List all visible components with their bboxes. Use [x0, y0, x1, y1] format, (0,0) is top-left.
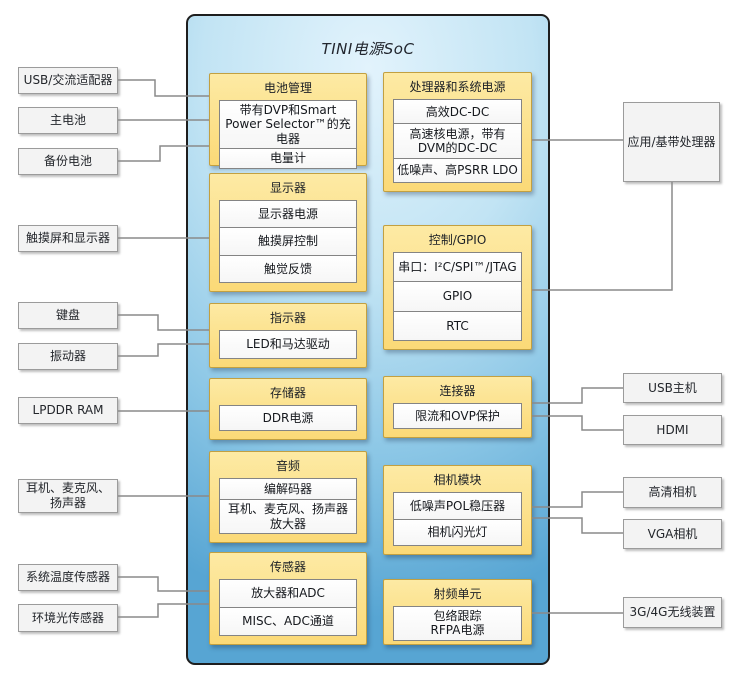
ext-ambient-light-sensor: 环境光传感器: [18, 604, 118, 632]
block-indicator: 指示器 LED和马达驱动: [209, 303, 367, 368]
block-title: 连接器: [439, 384, 476, 398]
ext-system-temp-sensor: 系统温度传感器: [18, 564, 118, 591]
block-memory: 存储器 DDR电源: [209, 378, 367, 440]
block-cells: 限流和OVP保护: [393, 403, 522, 429]
block-rf-unit: 射频单元 包络跟踪 RFPA电源: [383, 579, 532, 645]
ext-main-battery: 主电池: [18, 107, 118, 134]
block-cell: 带有DVP和Smart Power Selector™的充电器: [220, 101, 356, 149]
block-cell: 编解码器: [220, 479, 356, 500]
block-display: 显示器 显示器电源 触摸屏控制 触觉反馈: [209, 173, 367, 292]
ext-vga-camera: VGA相机: [623, 519, 722, 549]
block-cell: RTC: [394, 310, 521, 340]
block-title: 指示器: [269, 311, 306, 325]
block-title: 音频: [275, 459, 300, 473]
block-cell: 放大器和ADC: [220, 580, 356, 607]
block-cells: 显示器电源 触摸屏控制 触觉反馈: [219, 200, 357, 283]
ext-usb-ac-adapter: USB/交流适配器: [18, 67, 118, 94]
block-cell: 限流和OVP保护: [394, 404, 521, 428]
block-cells: 串口：I²C/SPI™/JTAG GPIO RTC: [393, 252, 522, 341]
block-battery-management: 电池管理 带有DVP和Smart Power Selector™的充电器 电量计: [209, 73, 367, 169]
block-cells: 高效DC-DC 高速核电源，带有DVM的DC-DC 低噪声、高PSRR LDO: [393, 99, 522, 183]
ext-backup-battery: 备份电池: [18, 148, 118, 175]
block-cell: 高效DC-DC: [394, 100, 521, 124]
block-cells: 低噪声POL稳压器 相机闪光灯: [393, 492, 522, 546]
block-cell: 相机闪光灯: [394, 518, 521, 545]
block-title: 显示器: [269, 181, 306, 195]
block-cell: 串口：I²C/SPI™/JTAG: [394, 253, 521, 282]
ext-touchscreen-display: 触摸屏和显示器: [18, 225, 118, 252]
ext-hd-camera: 高清相机: [623, 477, 722, 508]
ext-3g4g-wireless: 3G/4G无线装置: [623, 597, 722, 628]
block-cell: DDR电源: [220, 406, 356, 430]
block-title: 电池管理: [263, 81, 312, 95]
block-cell: 触摸屏控制: [220, 227, 356, 255]
block-title: 射频单元: [433, 587, 482, 601]
block-cells: 带有DVP和Smart Power Selector™的充电器 电量计: [219, 100, 357, 169]
block-cell: 高速核电源，带有DVM的DC-DC: [394, 123, 521, 158]
block-cell: 电量计: [220, 148, 356, 168]
ext-hdmi: HDMI: [623, 415, 722, 445]
block-title: 处理器和系统电源: [409, 80, 506, 94]
block-cell: 触觉反馈: [220, 254, 356, 282]
block-cells: 放大器和ADC MISC、ADC通道: [219, 579, 357, 636]
ext-headphone-mic-speaker: 耳机、麦克风、扬声器: [18, 479, 118, 513]
ext-vibrator: 振动器: [18, 343, 118, 370]
ext-keyboard: 键盘: [18, 302, 118, 329]
ext-lpddr-ram: LPDDR RAM: [18, 397, 118, 424]
block-audio: 音频 编解码器 耳机、麦克风、扬声器放大器: [209, 451, 367, 543]
block-cell: 耳机、麦克风、扬声器放大器: [220, 499, 356, 533]
block-cells: 包络跟踪 RFPA电源: [393, 606, 522, 641]
block-camera-module: 相机模块 低噪声POL稳压器 相机闪光灯: [383, 465, 532, 555]
block-cell: 低噪声POL稳压器: [394, 493, 521, 519]
block-connector: 连接器 限流和OVP保护: [383, 376, 532, 438]
block-control-gpio: 控制/GPIO 串口：I²C/SPI™/JTAG GPIO RTC: [383, 225, 532, 350]
block-title: 控制/GPIO: [428, 233, 487, 247]
block-processor-system-power: 处理器和系统电源 高效DC-DC 高速核电源，带有DVM的DC-DC 低噪声、高…: [383, 72, 532, 192]
block-cells: DDR电源: [219, 405, 357, 431]
block-cell: 包络跟踪 RFPA电源: [394, 607, 521, 640]
block-title: 传感器: [269, 560, 306, 574]
ext-usb-host: USB主机: [623, 373, 722, 403]
soc-title: TINI电源SoC: [321, 40, 415, 58]
block-title: 存储器: [269, 386, 306, 400]
block-cell: 显示器电源: [220, 201, 356, 228]
block-title: 相机模块: [433, 473, 482, 487]
block-cell: GPIO: [394, 281, 521, 311]
block-cell: 低噪声、高PSRR LDO: [394, 157, 521, 182]
block-cell: MISC、ADC通道: [220, 607, 356, 635]
ext-app-baseband-processor: 应用/基带处理器: [623, 102, 720, 182]
block-cell: LED和马达驱动: [220, 331, 356, 358]
block-cells: LED和马达驱动: [219, 330, 357, 359]
block-cells: 编解码器 耳机、麦克风、扬声器放大器: [219, 478, 357, 534]
block-sensor: 传感器 放大器和ADC MISC、ADC通道: [209, 552, 367, 645]
